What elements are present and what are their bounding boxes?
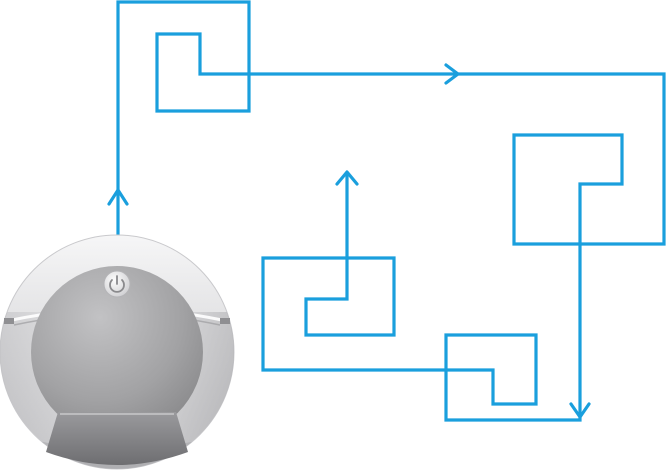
robot-vacuum — [0, 235, 234, 476]
robot-front-bumper — [46, 412, 188, 465]
robot-left-notch — [4, 318, 14, 324]
robot-right-notch — [220, 318, 230, 324]
